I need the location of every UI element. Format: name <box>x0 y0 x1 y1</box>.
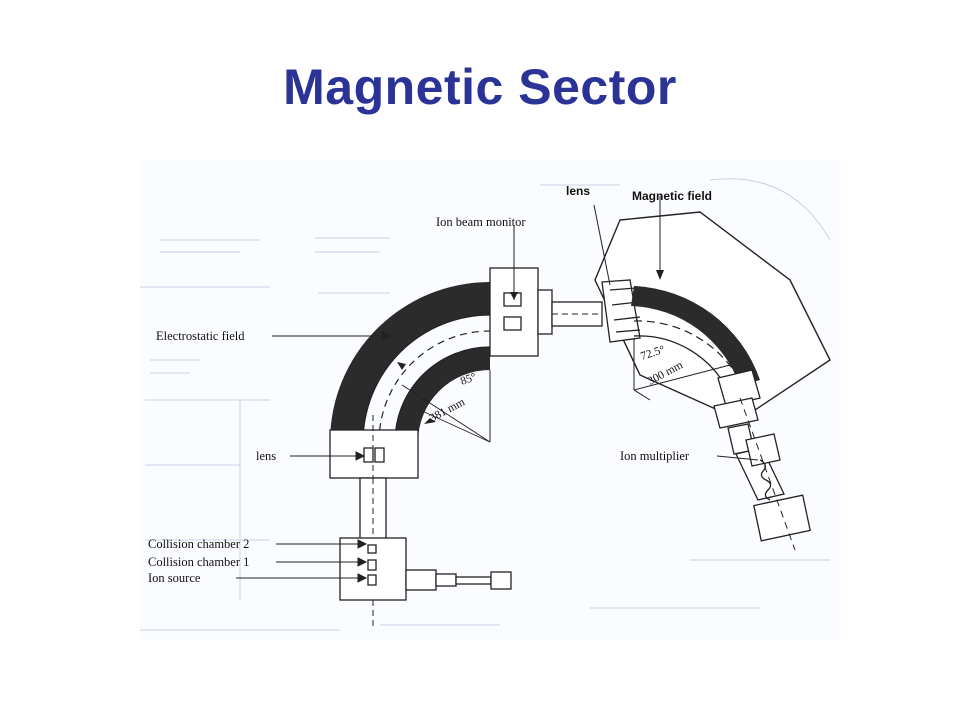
lens-block-left <box>329 415 419 480</box>
leader-lines <box>236 204 759 583</box>
ion-multiplier-assembly <box>713 369 811 551</box>
magnetic-sector-housing <box>594 196 831 421</box>
label-magnetic-field: Magnetic field <box>632 189 712 203</box>
label-electrostatic-field: Electrostatic field <box>156 329 245 343</box>
diagram-svg: lens Magnetic field Ion beam monitor Ele… <box>140 160 840 640</box>
ion-beam-monitor-housing <box>480 225 553 357</box>
drift-tube <box>359 477 387 541</box>
label-collision-chamber-1: Collision chamber 1 <box>148 555 249 569</box>
magnetic-sector-diagram: lens Magnetic field Ion beam monitor Ele… <box>140 160 840 640</box>
slide-title: Magnetic Sector <box>283 59 677 115</box>
label-lens-left: lens <box>256 449 276 463</box>
esa-ion-path <box>378 330 491 443</box>
faded-background-text <box>140 178 831 631</box>
label-ion-source: Ion source <box>148 571 201 585</box>
label-ion-beam-monitor: Ion beam monitor <box>436 215 526 229</box>
ion-source-assembly <box>339 537 512 628</box>
esa-inner-plate <box>395 347 490 442</box>
label-collision-chamber-2: Collision chamber 2 <box>148 537 249 551</box>
magnet-pole <box>631 286 760 386</box>
transfer-tube <box>551 301 603 327</box>
electrostatic-analyzer <box>330 282 491 443</box>
esa-outer-plate <box>330 282 490 442</box>
label-angle-esa: 85° <box>459 371 479 388</box>
label-ion-multiplier: Ion multiplier <box>620 449 690 463</box>
label-lens-top: lens <box>566 184 590 198</box>
